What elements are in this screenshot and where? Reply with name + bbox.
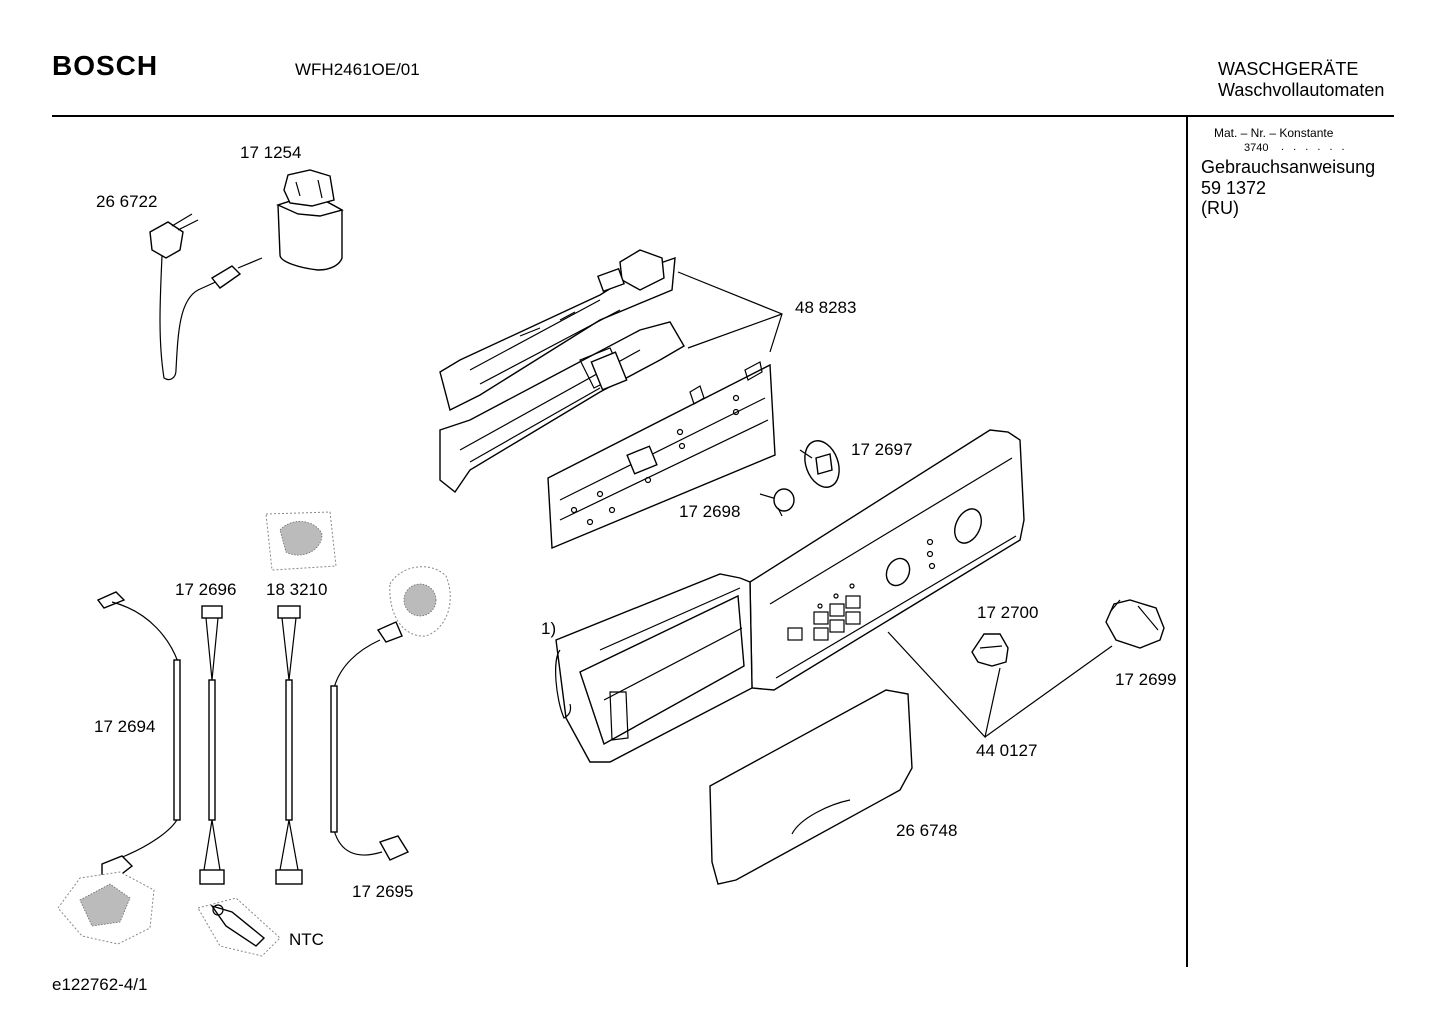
callout-488283: 48 8283 <box>795 298 856 317</box>
material-number-dots: . . . . . . <box>1281 141 1348 153</box>
callout-171254: 17 1254 <box>240 143 301 162</box>
callout-172699: 17 2699 <box>1115 670 1176 689</box>
manual-number: 59 1372 <box>1201 178 1267 198</box>
callout-172695: 17 2695 <box>352 882 413 901</box>
wire-harness-part-172694[interactable] <box>96 591 181 881</box>
bosch-logo: BOSCH <box>52 50 159 81</box>
material-number-label: Mat. – Nr. – Konstante <box>1214 126 1334 140</box>
callout-266748: 26 6748 <box>896 821 957 840</box>
program-knob-part[interactable] <box>799 436 845 492</box>
manual-title: Gebrauchsanweisung <box>1201 157 1376 177</box>
power-cord-part[interactable] <box>149 213 263 381</box>
model-number: WFH2461OE/01 <box>295 60 420 79</box>
wire-harness-part-172695[interactable] <box>330 621 410 861</box>
callout-172698: 17 2698 <box>679 502 740 521</box>
knob-shaft-part[interactable] <box>759 488 795 517</box>
filter-capacitor-part[interactable] <box>276 169 344 271</box>
callout-note1: 1) <box>541 619 556 638</box>
ghost-component-pump <box>57 871 155 945</box>
category-subtitle: Waschvollautomaten <box>1218 80 1385 100</box>
callout-ntc: NTC <box>289 930 324 949</box>
leader-488283 <box>677 271 783 353</box>
wire-harness-part-183210[interactable] <box>275 605 303 885</box>
wire-harness-part-172696[interactable] <box>199 605 225 885</box>
ghost-component-pressure-switch <box>389 566 451 637</box>
material-number-value: 3740 <box>1244 142 1269 154</box>
drawer-cover-part[interactable] <box>709 689 913 885</box>
button-cap-part-172699[interactable] <box>1105 599 1165 649</box>
control-panel-fascia-part[interactable] <box>749 429 1025 691</box>
callout-172694: 17 2694 <box>94 717 155 736</box>
sidebar-divider <box>1186 117 1188 967</box>
callout-172696: 17 2696 <box>175 580 236 599</box>
callout-440127: 44 0127 <box>976 741 1037 760</box>
circuit-board-part[interactable] <box>547 361 776 550</box>
leader-440127 <box>887 631 1113 739</box>
callout-172697: 17 2697 <box>851 440 912 459</box>
header-divider <box>52 115 1394 117</box>
button-cap-part-172700[interactable] <box>971 633 1009 667</box>
callout-266722: 26 6722 <box>96 192 157 211</box>
drawing-id: e122762-4/1 <box>52 975 148 994</box>
control-housing-upper-part[interactable] <box>439 249 676 412</box>
callout-172700: 17 2700 <box>977 603 1038 622</box>
category-title: WASCHGERÄTE <box>1218 59 1359 79</box>
manual-language: (RU) <box>1201 198 1239 218</box>
control-housing-lower-part[interactable] <box>439 321 685 494</box>
ghost-component-motor <box>265 511 337 571</box>
callout-183210: 18 3210 <box>266 580 327 599</box>
detergent-drawer-frame-part[interactable] <box>555 573 753 763</box>
ntc-sensor-part[interactable] <box>197 897 281 957</box>
